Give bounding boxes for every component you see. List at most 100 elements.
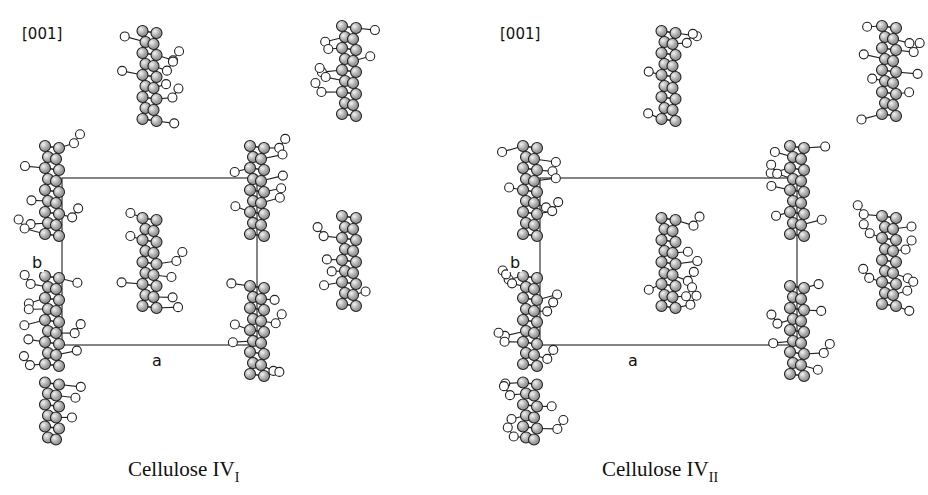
carbon-atom <box>151 303 162 314</box>
oxygen-atom <box>230 167 239 176</box>
carbon-atom <box>796 176 807 187</box>
oxygen-atom <box>68 213 77 222</box>
oxygen-atom <box>70 329 79 338</box>
oxygen-atom <box>499 382 508 391</box>
oxygen-atom <box>915 39 924 48</box>
unit-cell-outline <box>540 178 797 345</box>
carbon-atom <box>151 28 162 39</box>
oxygen-atom <box>507 415 516 424</box>
carbon-atom <box>891 279 902 290</box>
carbon-atom <box>667 248 678 259</box>
carbon-atom <box>40 399 51 410</box>
oxygen-atom <box>231 202 240 211</box>
oxygen-atom <box>549 298 558 307</box>
carbon-atom <box>151 259 162 270</box>
carbon-atom <box>799 209 810 220</box>
carbon-atom <box>337 109 348 120</box>
cellulose-chain <box>767 280 834 382</box>
oxygen-atom <box>554 198 563 207</box>
carbon-atom <box>351 45 362 56</box>
cellulose-chain <box>494 266 562 372</box>
carbon-atom <box>518 271 529 282</box>
carbon-atom <box>785 207 796 218</box>
carbon-atom <box>351 67 362 78</box>
oxygen-atom <box>24 335 33 344</box>
carbon-atom <box>532 209 543 220</box>
carbon-atom <box>351 213 362 224</box>
carbon-atom <box>796 294 807 305</box>
carbon-atom <box>54 187 65 198</box>
carbon-atom <box>245 141 256 152</box>
carbon-atom <box>891 111 902 122</box>
carbon-atom <box>137 70 148 81</box>
carbon-atom <box>137 213 148 224</box>
carbon-atom <box>888 78 899 89</box>
carbon-atom <box>137 301 148 312</box>
carbon-atom <box>667 39 678 50</box>
carbon-atom <box>337 21 348 32</box>
carbon-atom <box>670 303 681 314</box>
carbon-atom <box>785 141 796 152</box>
carbon-atom <box>256 360 267 371</box>
carbon-atom <box>337 299 348 310</box>
oxygen-atom <box>551 174 560 183</box>
carbon-atom <box>54 165 65 176</box>
carbon-atom <box>877 299 888 310</box>
carbon-atom <box>667 226 678 237</box>
cellulose-chain <box>644 212 704 313</box>
cellulose-chain <box>499 377 567 445</box>
carbon-atom <box>54 273 65 284</box>
carbon-atom <box>656 26 667 37</box>
carbon-atom <box>518 377 529 388</box>
carbon-atom <box>518 421 529 432</box>
oxygen-atom <box>644 285 653 294</box>
caption-subscript: II <box>709 470 718 485</box>
oxygen-atom <box>682 38 691 47</box>
oxygen-atom <box>549 345 558 354</box>
carbon-atom <box>259 305 270 316</box>
carbon-atom <box>351 257 362 268</box>
oxygen-atom <box>20 224 29 233</box>
oxygen-atom <box>320 281 329 290</box>
carbon-atom <box>256 176 267 187</box>
carbon-atom <box>259 165 270 176</box>
cellulose-chain <box>230 134 290 241</box>
carbon-atom <box>529 284 540 295</box>
oxygen-atom <box>901 245 910 254</box>
oxygen-atom <box>551 158 560 167</box>
oxygen-atom <box>686 300 695 309</box>
oxygen-atom <box>644 109 653 118</box>
oxygen-atom <box>498 147 507 156</box>
carbon-atom <box>148 61 159 72</box>
carbon-atom <box>799 231 810 242</box>
oxygen-atom <box>689 221 698 230</box>
carbon-atom <box>891 89 902 100</box>
carbon-atom <box>148 105 159 116</box>
carbon-atom <box>51 328 62 339</box>
carbon-atom <box>785 163 796 174</box>
axis-label: a <box>626 352 640 370</box>
carbon-atom <box>40 377 51 388</box>
oxygen-atom <box>909 48 918 57</box>
cellulose-chain <box>227 279 286 382</box>
oxygen-atom <box>174 84 183 93</box>
cellulose-chain <box>40 377 86 445</box>
oxygen-atom <box>172 256 181 265</box>
oxygen-atom <box>905 39 914 48</box>
projection-direction: [001] <box>20 26 64 43</box>
oxygen-atom <box>227 279 236 288</box>
carbon-atom <box>40 359 51 370</box>
carbon-atom <box>351 301 362 312</box>
oxygen-atom <box>543 307 552 316</box>
oxygen-atom <box>313 223 322 232</box>
oxygen-atom <box>167 272 176 281</box>
carbon-atom <box>151 72 162 83</box>
carbon-atom <box>670 72 681 83</box>
oxygen-atom <box>505 391 514 400</box>
carbon-atom <box>337 233 348 244</box>
carbon-atom <box>518 229 529 240</box>
carbon-atom <box>877 65 888 76</box>
carbon-atom <box>888 290 899 301</box>
carbon-atom <box>51 198 62 209</box>
carbon-atom <box>51 154 62 165</box>
